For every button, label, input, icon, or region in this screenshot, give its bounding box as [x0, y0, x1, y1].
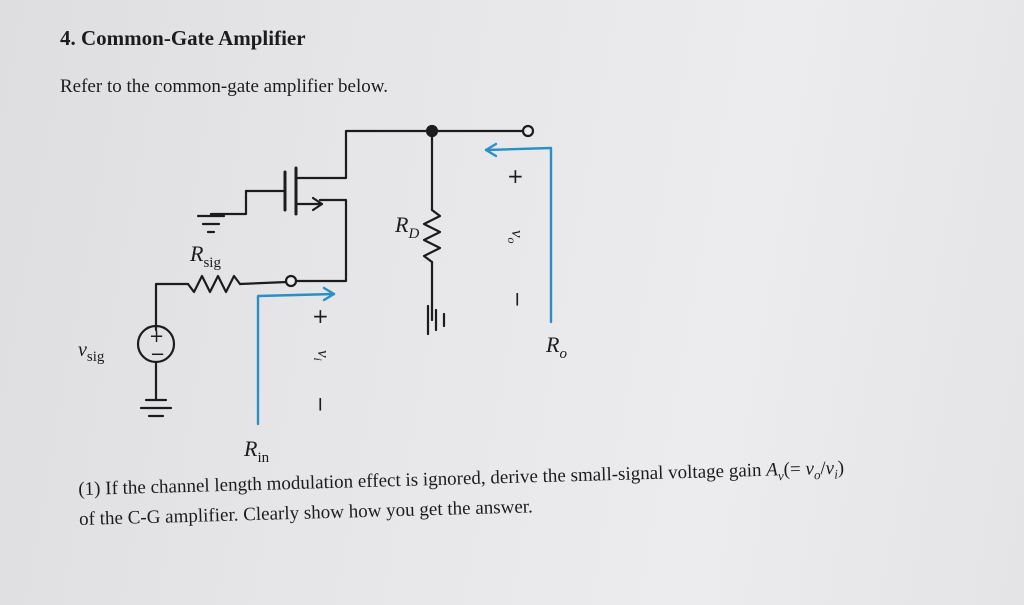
problem-title: 4. Common-Gate Amplifier: [60, 26, 306, 50]
rd-label: RD: [394, 212, 419, 242]
gate-ground-wire: [209, 189, 248, 218]
source-minus: −: [150, 344, 165, 365]
rd-resistor: [422, 208, 442, 264]
rsig-right-wire: [238, 280, 289, 286]
source-arrow: [311, 196, 324, 212]
vo-plus: +: [507, 164, 524, 188]
rsig-resistor: [186, 274, 242, 294]
rd-ground-icon: [426, 304, 446, 336]
vsig-label: vsig: [78, 339, 105, 365]
source-wire: [294, 198, 348, 283]
ro-arrow-head: [484, 142, 498, 158]
input-terminal: [284, 274, 298, 288]
rsig-label: Rsig: [189, 241, 221, 271]
rin-label: Rin: [243, 436, 270, 466]
ro-label: Ro: [545, 332, 567, 362]
rin-arrow-head: [322, 286, 336, 302]
vi-label: vi: [311, 350, 333, 361]
rin-arrow: [256, 292, 336, 426]
ro-arrow: [484, 146, 553, 324]
gate-ground-icon: [196, 214, 226, 234]
gain-symbol: A: [765, 459, 779, 481]
vi-plus: +: [312, 304, 329, 328]
problem-intro: Refer to the common-gate amplifier below…: [60, 76, 388, 97]
rsig-left-wire: [154, 282, 190, 332]
drain-wire: [294, 129, 434, 180]
source-plus: +: [149, 326, 164, 347]
vo-minus: −: [506, 291, 530, 308]
vo-label: vo: [505, 230, 527, 244]
vi-minus: −: [309, 396, 333, 413]
output-terminal: [521, 124, 535, 138]
vsig-ground-icon: [139, 398, 173, 418]
